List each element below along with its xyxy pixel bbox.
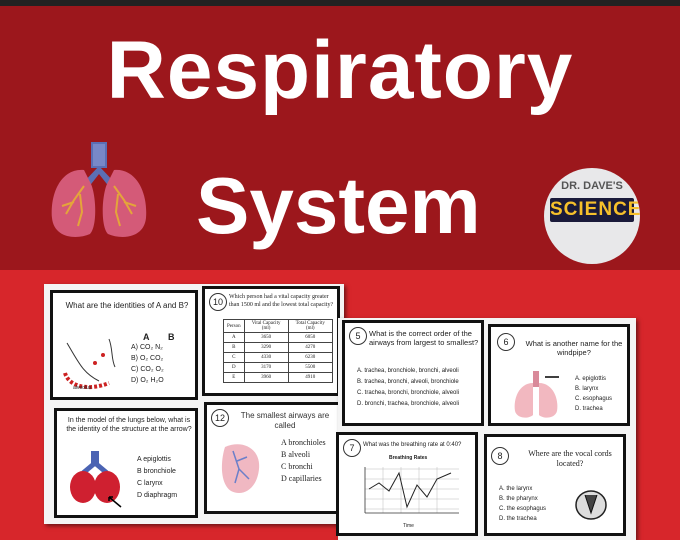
option-a: A) CO₂ N₂ — [131, 344, 163, 351]
alveolus-label: alveolus — [73, 385, 92, 391]
lungs-trachea-icon — [514, 371, 559, 418]
option-d: D. bronchi, trachea, bronchiole, alveoli — [357, 401, 460, 407]
table-header: Vital Capacity (ml) — [243, 319, 289, 333]
title-line-1: Respiratory — [106, 25, 574, 116]
dr-daves-science-logo: DR. DAVE'S SCIENCE — [544, 168, 640, 264]
question-text: What is the correct order of the airways… — [369, 329, 479, 348]
option-b: B bronchiole — [137, 468, 176, 475]
question-text: What are the identities of A and B? — [65, 301, 189, 310]
question-text: What is another name for the windpipe? — [525, 339, 623, 358]
option-b: B. the pharynx — [499, 496, 538, 502]
table-header: Total Capacity (ml) — [287, 319, 334, 333]
alveolus-diagram-icon — [63, 338, 116, 390]
card-lung-model: In the model of the lungs below, what is… — [54, 408, 198, 518]
option-d: D. trachea — [575, 406, 603, 412]
option-c: C. trachea, bronchi, bronchiole, alveoli — [357, 390, 460, 396]
column-b-label: B — [168, 332, 175, 342]
question-text: Where are the vocal cords located? — [528, 449, 612, 468]
card-vocal-cords: 8 Where are the vocal cords located? A. … — [484, 434, 626, 536]
question-text: What was the breathing rate at 0:40? — [363, 442, 462, 448]
option-b: B alveoli — [281, 450, 311, 459]
table-header: Person — [223, 319, 245, 333]
card-number: 5 — [349, 327, 367, 345]
option-a: A. the larynx — [499, 486, 533, 492]
chart-xlabel: Time — [403, 523, 414, 529]
option-a: A. epiglottis — [575, 376, 607, 382]
option-b: B) O₂ CO₂ — [131, 355, 164, 362]
card-number: 6 — [497, 333, 515, 351]
lungs-icon — [51, 142, 147, 237]
question-text: The smallest airways are called — [240, 411, 330, 430]
card-number: 10 — [209, 293, 227, 311]
logo-text-top: DR. DAVE'S — [561, 180, 623, 192]
option-c: C larynx — [137, 480, 163, 487]
option-a: A. trachea, bronchiole, bronchi, alveoli — [357, 368, 459, 374]
option-d: D. the trachea — [499, 516, 537, 522]
logo-text-science: SCIENCE — [550, 198, 640, 222]
bronchi-illustration-icon — [221, 444, 260, 493]
card-airway-order: 5 What is the correct order of the airwa… — [342, 320, 484, 426]
question-text: Which person had a vital capacity greate… — [229, 294, 334, 308]
option-c: C) CO₂ O₂ — [131, 366, 164, 373]
option-d: D diaphragm — [137, 492, 178, 499]
option-b: B. trachea, bronchi, alveoli, bronchiole — [357, 379, 459, 385]
option-b: B. larynx — [575, 386, 599, 392]
title-line-2: System — [196, 161, 481, 250]
card-smallest-airways: 12 The smallest airways are called A bro… — [204, 402, 342, 514]
option-c: C bronchi — [281, 462, 313, 471]
option-c: C. the esophagus — [499, 506, 547, 512]
breathing-rate-chart — [364, 467, 459, 514]
card-number: 12 — [211, 409, 229, 427]
vocal-cords-icon — [575, 490, 607, 520]
option-c: C. esophagus — [575, 396, 613, 402]
chart-title: Breathing Rates — [389, 455, 428, 461]
option-d: D) O₂ H₂O — [131, 377, 164, 384]
top-border — [0, 0, 680, 6]
card-windpipe: 6 What is another name for the windpipe?… — [488, 324, 630, 426]
column-a-label: A — [143, 332, 150, 342]
lung-model-icon — [70, 451, 122, 508]
option-a: A bronchioles — [281, 438, 326, 447]
capacity-table: Person Vital Capacity (ml) Total Capacit… — [223, 319, 334, 383]
card-identities: What are the identities of A and B? A B … — [50, 290, 198, 400]
card-number: 8 — [491, 447, 509, 465]
card-vital-capacity: 10 Which person had a vital capacity gre… — [202, 286, 340, 396]
question-text: In the model of the lungs below, what is… — [66, 417, 192, 433]
card-breathing-rate: 7 What was the breathing rate at 0:40? B… — [336, 432, 478, 536]
card-number: 7 — [343, 439, 361, 457]
option-d: D capillaries — [281, 474, 322, 483]
option-a: A epiglottis — [137, 456, 171, 463]
